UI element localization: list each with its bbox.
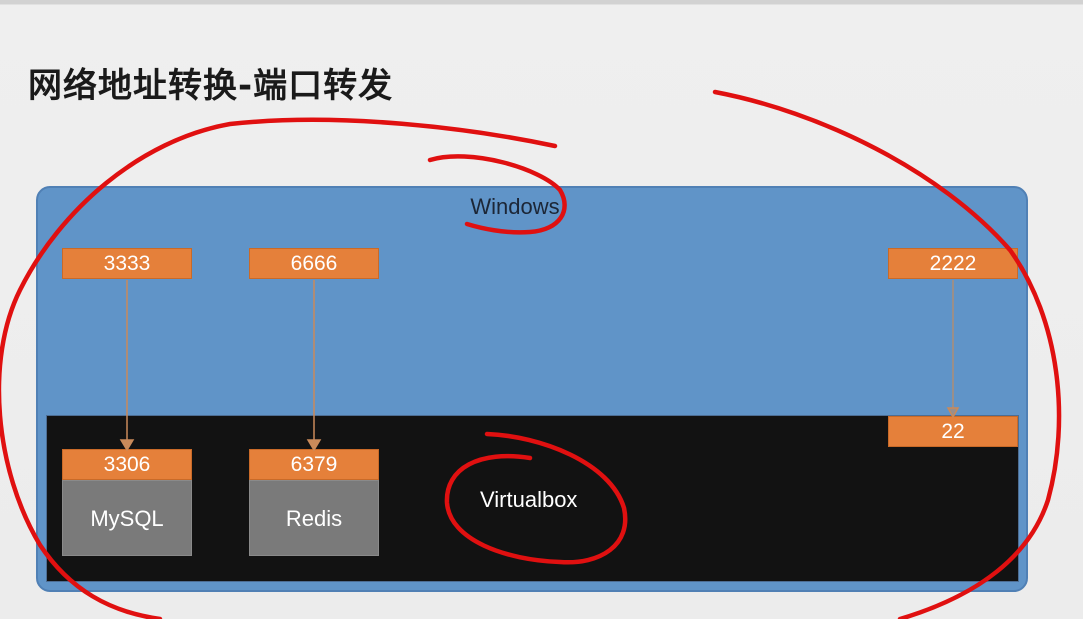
guest-port-22: 22 [888, 416, 1018, 447]
service-redis: Redis [249, 480, 379, 556]
port-mapping-arrows [119, 280, 960, 452]
host-port-2222: 2222 [888, 248, 1018, 279]
annotation-windows-underline [427, 154, 567, 235]
arrowhead-6379 [306, 439, 322, 452]
host-port-6666: 6666 [249, 248, 379, 279]
windows-label: Windows [470, 194, 560, 219]
annotation-virtualbox-circle [444, 431, 628, 565]
annotation-big-right-circle [712, 89, 1062, 619]
virtualbox-label: Virtualbox [480, 487, 578, 512]
arrowhead-3306 [119, 439, 135, 452]
red-ink-annotations [0, 89, 1062, 619]
host-port-3333: 3333 [62, 248, 192, 279]
annotation-big-left-circle [0, 117, 558, 619]
slide-title: 网络地址转换-端口转发 [28, 66, 394, 106]
service-mysql: MySQL [62, 480, 192, 556]
arrowhead-22 [946, 407, 960, 419]
